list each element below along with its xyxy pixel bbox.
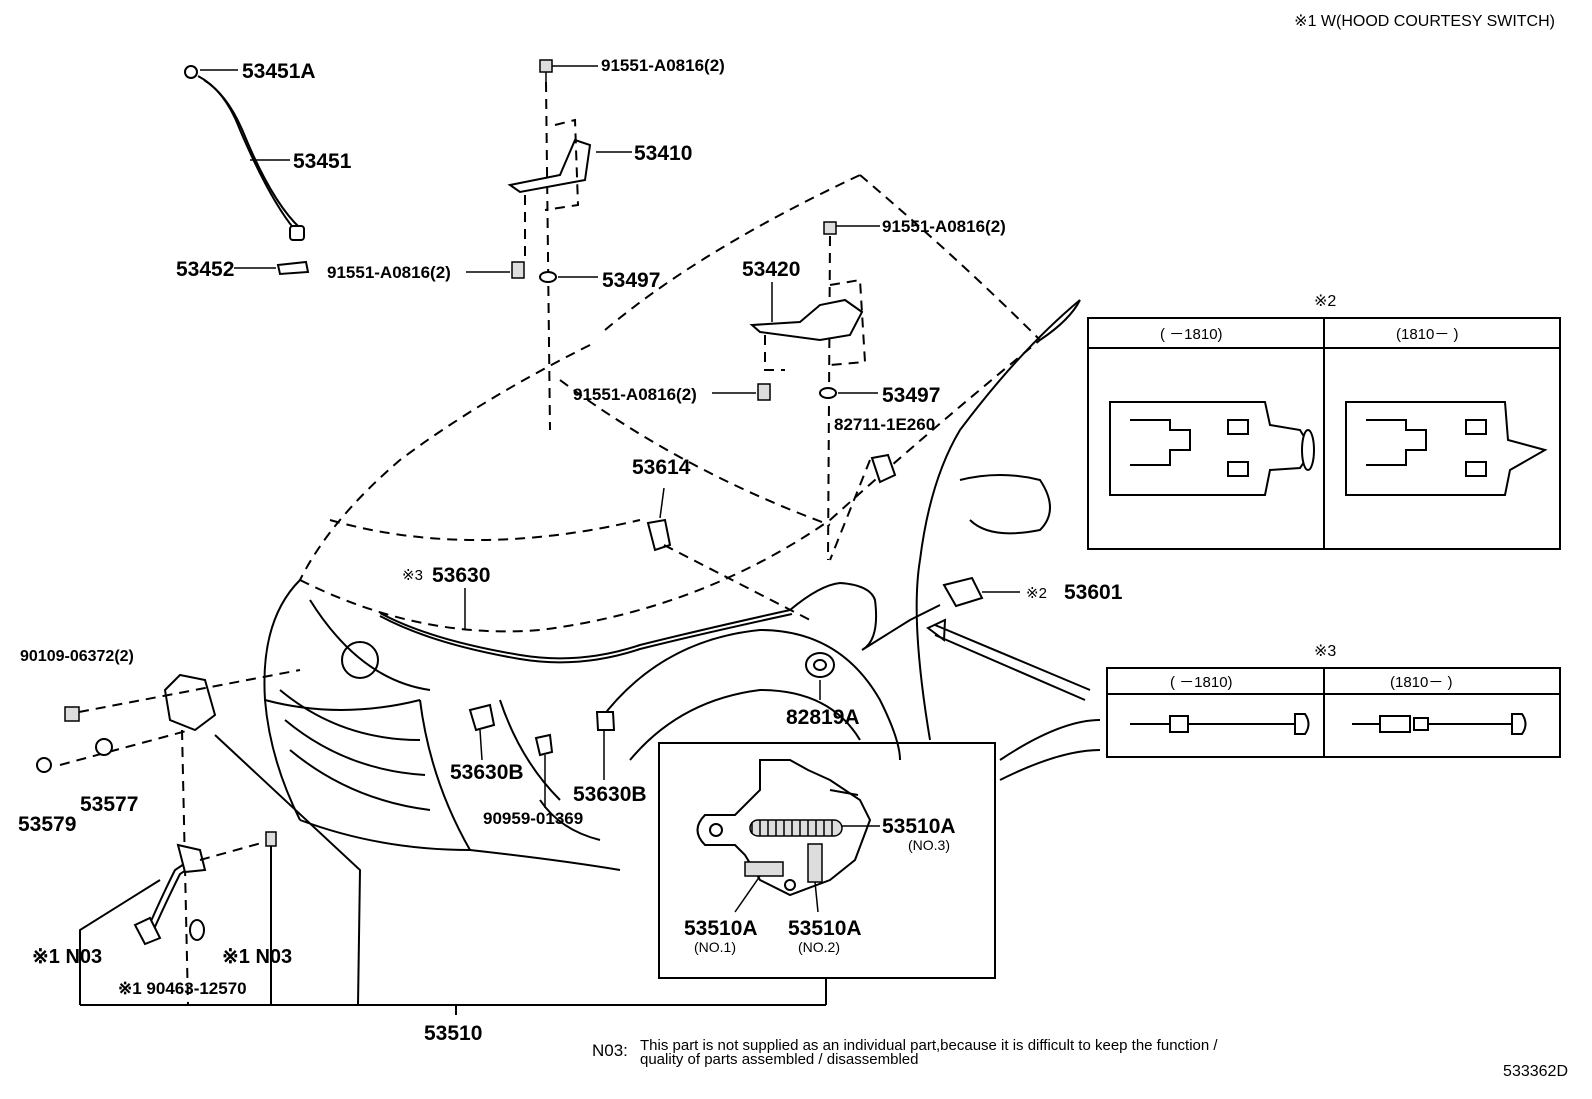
table2-col2: (1810－ ) [1396,326,1459,343]
hood-release-cable [379,459,1091,701]
label-53510A-no1-sub: (NO.1) [694,939,736,955]
label-53451: 53451 [293,150,352,173]
label-53630-prefix: ※3 [402,567,423,584]
label-53510A-no1: 53510A [684,917,758,940]
label-53630: 53630 [432,564,490,587]
label-53452: 53452 [176,258,234,281]
label-90463-12570: ※1 90463-12570 [118,979,247,998]
table3-col1: ( －1810) [1170,674,1233,691]
label-82711-1E260: 82711-1E260 [834,415,935,434]
spring-detail-box [658,742,996,979]
label-53451A: 53451A [242,60,316,83]
label-53420: 53420 [742,258,800,281]
label-53601-prefix: ※2 [1026,585,1047,602]
label-82819A: 82819A [786,706,860,729]
table-2-switch-versions [1087,317,1561,550]
label-53579: 53579 [18,813,76,836]
label-53510A-no2: 53510A [788,917,862,940]
label-53497-b: 53497 [882,384,940,407]
clips-group [468,453,1020,808]
label-91551-mid: 91551-A0816(2) [573,385,697,404]
table2-mark: ※2 [1314,293,1336,310]
table-3-cable-versions [1106,667,1561,758]
label-53510A-no3-sub: (NO.3) [908,837,950,853]
label-53577: 53577 [80,793,138,816]
table3-col2: (1810－ ) [1390,674,1453,691]
label-n03-b: ※1 N03 [222,946,292,968]
label-53510A-no2-sub: (NO.2) [798,939,840,955]
label-90959-01369: 90959-01369 [483,809,583,828]
car-body-outline [263,174,1101,871]
footnote-line2: quality of parts assembled / disassemble… [640,1051,918,1068]
label-53630B-a: 53630B [450,761,524,784]
header-note: ※1 W(HOOD COURTESY SWITCH) [1294,13,1555,30]
table3-mark: ※3 [1314,643,1336,660]
label-53630B-b: 53630B [573,783,647,806]
diagram-id: 533362D [1503,1063,1568,1080]
footnote-line1: This part is not supplied as an individu… [640,1037,1218,1054]
hood-hinge-rh-group [712,221,880,561]
label-91551-left: 91551-A0816(2) [327,263,451,282]
label-90109-06372: 90109-06372(2) [20,648,134,665]
label-53497-a: 53497 [602,269,660,292]
table2-col1: ( －1810) [1160,326,1223,343]
hood-hinge-lh-group [466,59,632,431]
label-91551-top: 91551-A0816(2) [601,56,725,75]
label-53510: 53510 [424,1022,482,1045]
label-53601: 53601 [1064,581,1123,604]
label-n03-a: ※1 N03 [32,946,102,968]
label-53410: 53410 [634,142,692,165]
label-91551-right: 91551-A0816(2) [882,217,1006,236]
label-53510A-no3: 53510A [882,815,956,838]
hood-support-rod-group [184,65,310,276]
label-53614: 53614 [632,456,691,479]
hood-lock-group [36,669,827,1015]
footnote-code: N03: [592,1041,628,1060]
